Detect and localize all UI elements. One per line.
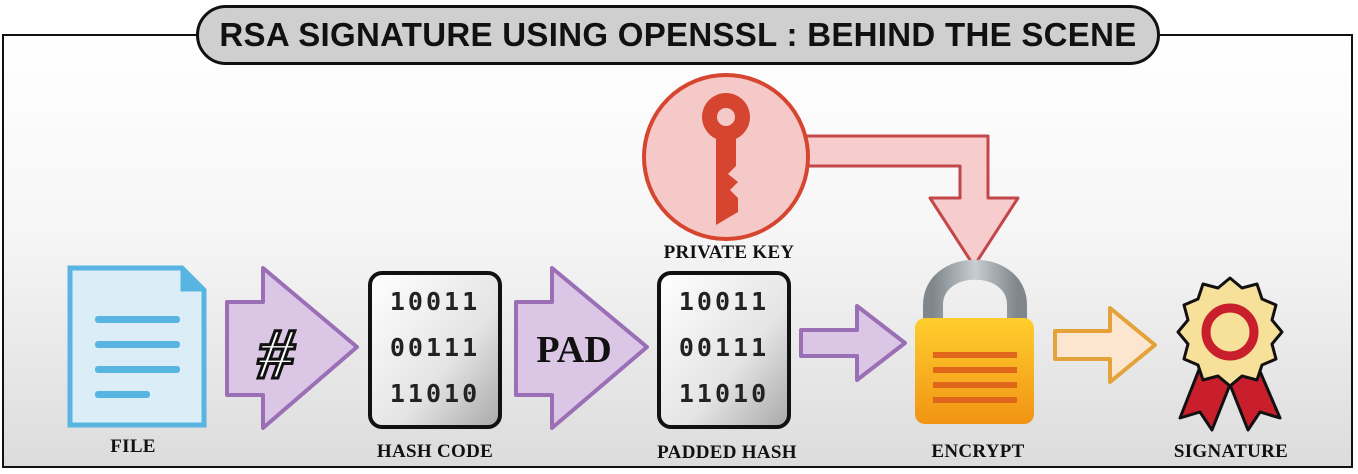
padded-bits-row-2: 00111 [679,333,769,362]
padded-binary-block-icon: 10011 00111 11010 [657,271,791,429]
hash-bits-row-1: 10011 [390,287,480,316]
page-title: RSA SIGNATURE USING OPENSSL : BEHIND THE… [196,5,1160,65]
pad-arrow-icon: PAD [514,266,649,430]
padlock-icon [915,259,1034,424]
label-padded-hash: PADDED HASH [657,442,797,463]
hash-symbol: # [257,314,296,394]
label-encrypt: ENCRYPT [931,441,1025,462]
label-private-key: PRIVATE KEY [663,242,795,263]
label-hash-code: HASH CODE [376,441,494,462]
label-signature: SIGNATURE [1173,441,1289,462]
label-file: FILE [110,436,156,457]
encrypt-arrow-icon [799,304,907,382]
key-to-lock-arrow-icon [793,134,1020,268]
document-icon [67,265,207,428]
hash-bits-row-3: 11010 [390,379,480,408]
key-icon [642,73,810,241]
pad-text: PAD [536,329,611,371]
signature-arrow-icon [1053,306,1157,384]
padded-bits-row-1: 10011 [679,287,769,316]
binary-block-icon: 10011 00111 11010 [368,271,502,429]
hash-arrow-icon: # [225,266,359,430]
award-ribbon-icon [1176,276,1284,432]
padded-bits-row-3: 11010 [679,379,769,408]
hash-bits-row-2: 00111 [390,333,480,362]
